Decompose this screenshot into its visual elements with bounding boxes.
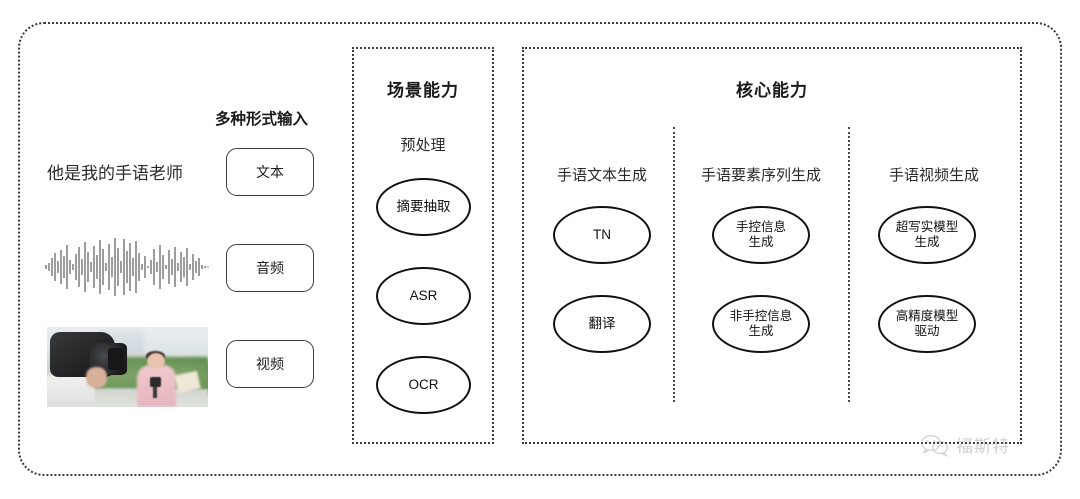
core-panel-title: 核心能力 [736,81,808,100]
core-group-label-text-generation: 手语文本生成 [556,167,647,184]
scene-panel-title: 场景能力 [387,81,459,100]
watermark: 福斯特 [920,432,1010,457]
modality-chip-text[interactable]: 文本 [226,148,314,196]
wechat-icon [920,433,950,457]
scene-node-summary-extraction[interactable]: 摘要抽取 [376,178,471,236]
modality-chip-video[interactable]: 视频 [226,340,314,388]
core-column-divider-2 [848,127,850,402]
scene-node-asr[interactable]: ASR [376,267,471,325]
scene-capability-panel: 场景能力 预处理 摘要抽取 ASR OCR [352,47,494,444]
core-node-tn[interactable]: TN [553,206,651,264]
core-node-translation[interactable]: 翻译 [553,295,651,353]
core-group-label-video-generation: 手语视频生成 [888,167,979,184]
core-group-label-element-sequence-generation: 手语要素序列生成 [700,167,821,184]
core-node-manual-info-generation[interactable]: 手控信息 生成 [712,206,810,264]
outer-frame [18,22,1062,476]
core-node-hyperrealistic-model-generation[interactable]: 超写实模型 生成 [878,206,976,264]
core-node-non-manual-info-generation[interactable]: 非手控信息 生成 [712,295,810,353]
core-capability-panel: 核心能力 手语文本生成 TN 翻译 手语要素序列生成 手控信息 生成 非手控信息… [522,47,1022,444]
sample-sentence-text: 他是我的手语老师 [47,164,183,183]
core-node-high-precision-model-driving[interactable]: 高精度模型 驱动 [878,295,976,353]
core-column-divider-1 [673,127,675,402]
video-thumbnail-image [47,327,208,407]
modality-chip-audio[interactable]: 音频 [226,244,314,292]
input-section-heading: 多种形式输入 [215,111,309,128]
watermark-text: 福斯特 [956,437,1010,456]
audio-waveform-icon [44,236,212,298]
scene-group-label-preprocess: 预处理 [400,137,446,154]
scene-node-ocr[interactable]: OCR [376,356,471,414]
